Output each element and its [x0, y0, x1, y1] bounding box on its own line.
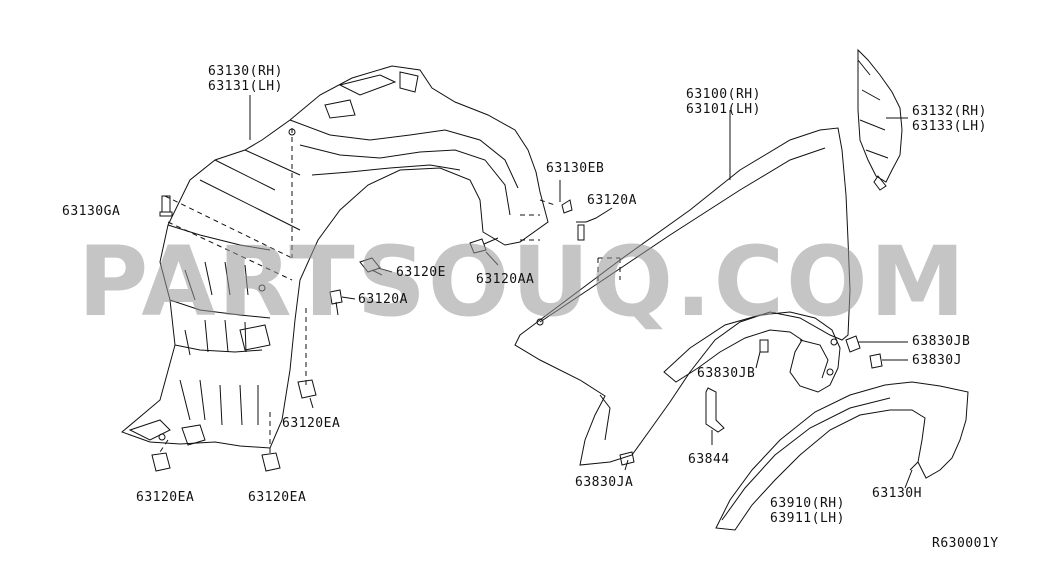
label-63844: 63844 [688, 452, 730, 467]
front-fender-shape [515, 128, 850, 465]
label-63130-rh-lh: 63130(RH)63131(LH) [208, 64, 283, 94]
label-63830JB-right: 63830JB [912, 334, 971, 349]
label-63130EB: 63130EB [546, 161, 605, 176]
label-63830JA: 63830JA [575, 475, 634, 490]
label-63120A-top: 63120A [587, 193, 637, 208]
fender-liner-shape [122, 66, 548, 448]
arch-moulding-shape [716, 382, 968, 530]
label-63120EA-left: 63120EA [136, 490, 195, 505]
label-63130GA: 63130GA [62, 204, 121, 219]
label-63130H: 63130H [872, 486, 922, 501]
label-63120EA-mid: 63120EA [282, 416, 341, 431]
label-63132-rh-lh: 63132(RH)63133(LH) [912, 104, 987, 134]
watermark-text: PARTSOUQ.COM [77, 226, 968, 338]
leader-lines [160, 95, 912, 488]
label-63910-rh-lh: 63910(RH)63911(LH) [770, 496, 845, 526]
liner-fasteners [152, 196, 586, 471]
label-63830JB-mid: 63830JB [697, 366, 756, 381]
label-63120A-mid: 63120A [358, 292, 408, 307]
label-63830J: 63830J [912, 353, 962, 368]
inner-arch-shape [664, 312, 882, 392]
bracket-63844-shape [706, 388, 724, 432]
fastener-63830JA-shape [620, 452, 634, 465]
splash-shield-shape [858, 50, 902, 190]
label-63120E: 63120E [396, 265, 446, 280]
label-63100-rh-lh: 63100(RH)63101(LH) [686, 87, 761, 117]
diagram-code: R630001Y [932, 536, 999, 551]
label-63120EA-right: 63120EA [248, 490, 307, 505]
liner-guide-lines [160, 128, 620, 455]
label-63120AA: 63120AA [476, 272, 535, 287]
